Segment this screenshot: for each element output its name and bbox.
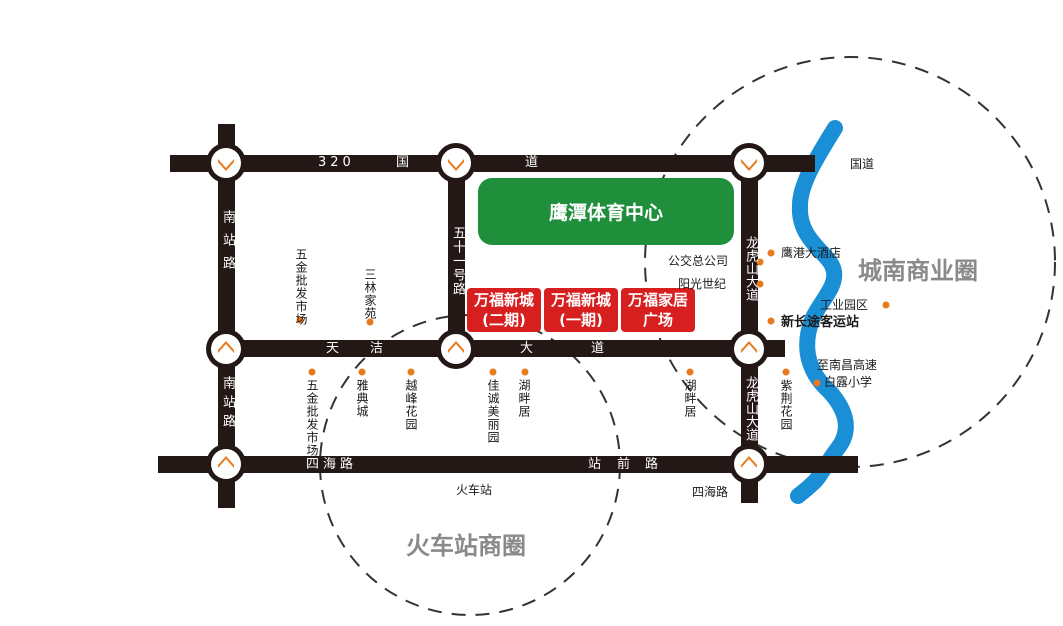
- road-label-lu: 路: [645, 457, 659, 472]
- poi-wujin-north: 五金批发市场: [294, 248, 308, 326]
- road-label-nanzhan-upper: 南站路: [220, 210, 235, 279]
- direction-arrow-icon: [218, 159, 234, 171]
- wanfu-phase1-block: 万福新城 (一期): [544, 288, 618, 332]
- node-nanzhan-zhanqian: [206, 444, 246, 484]
- wanfu-home-sub: 广场: [642, 311, 673, 329]
- road-label-320: 320: [318, 155, 355, 170]
- poi-yinggang: 鹰港大酒店: [781, 246, 842, 260]
- road-label-longhu-lower: 龙虎山大道: [743, 376, 758, 441]
- poi-dot: [782, 368, 790, 376]
- direction-arrow-icon: [218, 456, 234, 468]
- road-label-jie: 洁: [370, 341, 384, 356]
- direction-arrow-icon: [741, 159, 757, 171]
- direction-arrow-icon: [448, 159, 464, 171]
- node-wuyi-320: [436, 143, 476, 183]
- poi-dot: [813, 379, 821, 387]
- poi-jiacheng: 佳诚美丽园: [486, 379, 500, 444]
- poi-industrial: 工业园区: [820, 298, 869, 312]
- river: [790, 120, 854, 504]
- direction-arrow-icon: [218, 341, 234, 353]
- poi-dot: [882, 301, 890, 309]
- poi-bus-station: 新长途客运站: [781, 315, 860, 330]
- poi-yuefeng: 越峰花园: [404, 379, 418, 431]
- direction-arrow-icon: [741, 456, 757, 468]
- node-wuyi-tianjie: [436, 329, 476, 369]
- road-network: [158, 124, 858, 508]
- poi-train-station: 火车站: [456, 483, 493, 497]
- wanfu-phase1-sub: (一期): [559, 311, 603, 329]
- poi-dot: [296, 316, 304, 324]
- road-longhu: [741, 155, 758, 503]
- poi-yadian: 雅典城: [355, 379, 369, 418]
- node-longhu-320: [729, 143, 769, 183]
- road-label-zhan: 站: [588, 457, 602, 472]
- poi-dot: [358, 368, 366, 376]
- road-320: [170, 155, 815, 172]
- zone-train: 火车站商圈: [406, 531, 526, 560]
- poi-dot: [756, 280, 764, 288]
- wanfu-phase2-block: 万福新城 (二期): [467, 288, 541, 332]
- road-label-guodao: 国道: [850, 157, 875, 171]
- poi-dot: [308, 368, 316, 376]
- road-label-320-dao: 道: [525, 155, 539, 170]
- direction-arrow-icon: [448, 341, 464, 353]
- wanfu-phase2-sub: (二期): [482, 311, 526, 329]
- poi-hupan-1: 湖畔居: [517, 379, 531, 418]
- wanfu-home-name: 万福家居: [627, 291, 688, 309]
- poi-to-nanchang: 至南昌高速: [817, 358, 878, 372]
- road-tianjie: [210, 340, 785, 357]
- stadium-block: 鹰潭体育中心: [478, 178, 734, 245]
- node-nanzhan-tianjie: [206, 329, 246, 369]
- wanfu-home-block: 万福家居 广场: [621, 288, 695, 332]
- zone-south-city: 城南商业圈: [858, 256, 978, 285]
- road-label-sihai-bottom: 四海路: [692, 485, 729, 499]
- node-longhu-zhanqian: [729, 444, 769, 484]
- road-label-qian: 前: [617, 457, 631, 472]
- poi-hupan-2: 湖畔居: [683, 379, 697, 418]
- poi-bailu: 白露小学: [824, 375, 873, 389]
- poi-zijing: 紫荆花园: [779, 379, 793, 431]
- road-label-sihai-left: 四海路: [306, 457, 358, 472]
- road-nanzhan: [218, 124, 235, 508]
- node-nanzhan-320: [206, 143, 246, 183]
- poi-dot: [767, 249, 775, 257]
- wanfu-phase1-name: 万福新城: [550, 291, 611, 309]
- poi-bus-company: 公交总公司: [668, 254, 729, 268]
- road-label-da: 大: [520, 341, 534, 356]
- node-longhu-tianjie: [729, 329, 769, 369]
- poi-yangguang: 阳光世纪: [678, 277, 727, 291]
- direction-arrow-icon: [741, 341, 757, 353]
- road-wuyi: [448, 155, 465, 355]
- road-label-320-guo: 国: [396, 155, 410, 170]
- road-label-longhu-upper: 龙虎山大道: [743, 236, 758, 301]
- road-label-wuyi: 五十一号路: [450, 226, 465, 296]
- wanfu-phase2-name: 万福新城: [473, 291, 534, 309]
- poi-dot: [756, 258, 764, 266]
- poi-dot: [686, 368, 694, 376]
- poi-dot: [489, 368, 497, 376]
- road-zhanqian: [158, 456, 858, 473]
- poi-dot: [521, 368, 529, 376]
- poi-wujin-south: 五金批发市场: [305, 379, 319, 457]
- road-label-dao2: 道: [591, 341, 605, 356]
- road-label-nanzhan-lower: 南站路: [220, 376, 235, 433]
- poi-dot: [407, 368, 415, 376]
- poi-dot: [366, 318, 374, 326]
- poi-sanlin: 三林家苑: [363, 268, 377, 320]
- poi-dot: [767, 317, 775, 325]
- road-label-tian: 天: [326, 341, 340, 356]
